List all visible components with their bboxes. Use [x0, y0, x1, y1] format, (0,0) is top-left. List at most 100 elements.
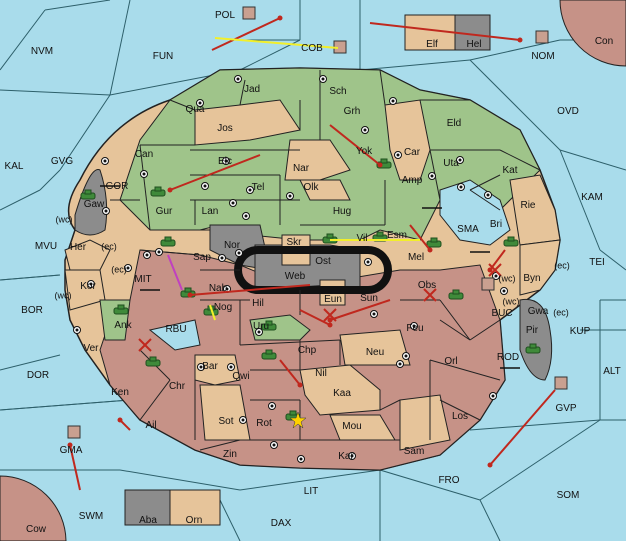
dislodged-mark — [323, 308, 337, 322]
move-order-arrow — [369, 22, 521, 41]
move-order-head — [277, 15, 283, 21]
supply-center-dot — [430, 174, 434, 178]
region-bar[interactable] — [194, 354, 241, 386]
region-rie[interactable] — [509, 174, 561, 246]
fleet-unit-icon[interactable] — [67, 425, 81, 439]
region-cow[interactable] — [0, 475, 67, 541]
region-aba[interactable] — [124, 489, 171, 526]
fleet-unit-icon[interactable] — [554, 376, 568, 390]
sea-zone-border — [0, 9, 46, 71]
supply-center-dot — [241, 418, 245, 422]
sea-zone-border — [0, 89, 111, 96]
supply-center-dot — [272, 443, 276, 447]
supply-center-dot — [270, 404, 274, 408]
dislodged-mark — [423, 288, 437, 302]
move-order-head — [67, 442, 73, 448]
move-order-head — [297, 382, 303, 388]
supply-center-dot — [372, 312, 376, 316]
supply-center-dot — [198, 101, 202, 105]
supply-center-dot — [248, 188, 252, 192]
sea-sma[interactable] — [439, 179, 511, 246]
army-unit-turret-icon — [265, 320, 273, 326]
territory-border — [379, 399, 401, 411]
supply-center-dot — [486, 193, 490, 197]
sea-zone-border — [479, 419, 601, 501]
territory-border — [429, 359, 501, 381]
fleet-unit-icon[interactable] — [535, 30, 549, 44]
sea-zone-border — [469, 59, 561, 151]
territory-border — [139, 379, 171, 421]
supply-center-dot — [103, 159, 107, 163]
territory-border — [439, 399, 481, 421]
territory-border — [379, 69, 386, 106]
territory-border — [499, 149, 541, 171]
sea-zone-border — [59, 94, 111, 171]
move-order-head — [327, 322, 333, 328]
supply-center-dot — [104, 209, 108, 213]
supply-center-dot — [366, 260, 370, 264]
sea-zone-border — [109, 0, 131, 96]
region-con[interactable] — [559, 0, 626, 67]
supply-center-dot — [396, 153, 400, 157]
supply-center-dot — [299, 457, 303, 461]
region-elf[interactable] — [404, 14, 456, 51]
move-order-head — [117, 417, 123, 423]
sea-zone-border — [239, 469, 381, 491]
region-sam[interactable] — [399, 394, 451, 451]
region-neu[interactable] — [339, 329, 411, 366]
move-order-head — [487, 267, 493, 273]
region-byn[interactable] — [519, 239, 561, 296]
army-unit-turret-icon — [84, 189, 92, 195]
supply-center-dot — [398, 362, 402, 366]
region-ank[interactable] — [99, 299, 131, 341]
move-order-head — [487, 462, 493, 468]
support-order-arrow — [214, 37, 339, 49]
sea-zone-border — [469, 419, 601, 431]
supply-center-dot — [494, 274, 498, 278]
dislodged-mark — [138, 338, 152, 352]
supply-center-dot — [244, 214, 248, 218]
supply-center-dot — [288, 194, 292, 198]
sea-zone-border — [359, 59, 471, 71]
territory-border — [439, 299, 471, 341]
supply-center-dot — [412, 324, 416, 328]
territory-border — [139, 249, 201, 256]
army-unit-turret-icon — [164, 236, 172, 242]
move-order-arrow — [329, 124, 381, 166]
region-uru[interactable] — [249, 314, 311, 341]
move-order-head — [327, 317, 333, 323]
supply-center-dot — [491, 394, 495, 398]
fleet-unit-icon[interactable] — [481, 277, 495, 291]
territory-border — [239, 79, 246, 106]
move-order-head — [427, 247, 433, 253]
supply-center-dot — [142, 172, 146, 176]
move-order-arrow — [189, 284, 311, 296]
army-unit-turret-icon — [326, 233, 334, 239]
dislodged-mark — [488, 263, 502, 277]
fleet-unit-icon[interactable] — [242, 6, 256, 20]
region-her[interactable] — [64, 239, 111, 271]
move-order-head — [167, 187, 173, 193]
supply-center-dot — [224, 159, 228, 163]
supply-center-dot — [459, 185, 463, 189]
move-order-head — [517, 37, 523, 43]
sea-zone-border — [44, 0, 111, 11]
selected-star-icon — [289, 411, 307, 429]
region-pir[interactable] — [519, 298, 553, 381]
territory-border — [439, 319, 471, 341]
sea-rbu[interactable] — [148, 319, 201, 351]
region-nar[interactable] — [284, 139, 351, 181]
supply-center-dot — [458, 158, 462, 162]
supply-center-dot — [257, 330, 261, 334]
supply-center-dot — [126, 266, 130, 270]
region-gaw[interactable] — [74, 169, 108, 236]
region-olk[interactable] — [299, 179, 351, 201]
move-order-arrow — [69, 444, 81, 491]
region-orn[interactable] — [169, 489, 221, 526]
supply-center-dot — [220, 256, 224, 260]
move-order-arrow — [489, 389, 556, 466]
army-unit-turret-icon — [380, 158, 388, 164]
move-order-arrow — [279, 359, 301, 386]
sea-zone-border — [0, 354, 61, 371]
